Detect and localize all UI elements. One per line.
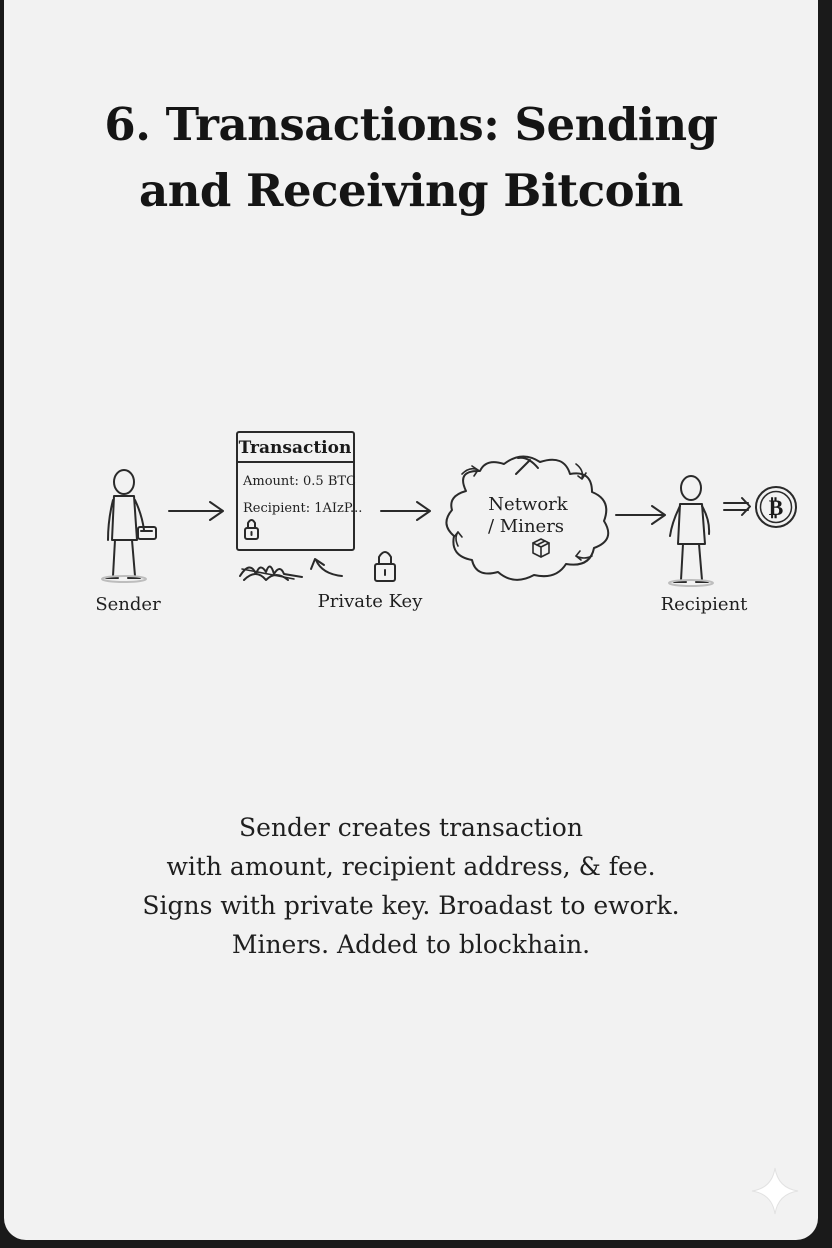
transaction-box-header: Transaction (239, 438, 352, 458)
arrow-sender-to-transaction (168, 501, 224, 521)
caption-line-2: with amount, recipient address, & fee. (166, 852, 656, 881)
network-label-line-2: / Miners (488, 516, 564, 537)
signature-icon (239, 565, 303, 581)
arrow-network-to-recipient (615, 505, 666, 525)
caption-line-3: Signs with private key. Broadast to ewor… (142, 891, 680, 920)
slide-card: 6. Transactions: Sending and Receiving B… (4, 0, 818, 1240)
transaction-lock-icon (244, 519, 259, 540)
transaction-box (236, 431, 355, 551)
slide-title: 6. Transactions: Sending and Receiving B… (4, 92, 818, 224)
transaction-amount: Amount: 0.5 BTC (242, 474, 356, 489)
title-line-1: 6. Transactions: Sending (104, 98, 718, 151)
recipient-person-icon (668, 475, 714, 587)
slide-caption: Sender creates transaction with amount, … (4, 808, 818, 964)
network-label-line-1: Network (488, 494, 568, 515)
pickaxe-icon (515, 456, 539, 475)
bitcoin-icon (755, 486, 797, 528)
bitcoin-symbol: ₿ (769, 495, 784, 521)
transaction-recipient: Recipient: 1AIzP... (243, 501, 362, 516)
caption-line-4: Miners. Added to blockhain. (231, 930, 591, 959)
title-line-2: and Receiving Bitcoin (139, 164, 683, 217)
recipient-label: Recipient (661, 594, 749, 615)
private-key-label: Private Key (318, 591, 424, 612)
wallet-icon (137, 526, 157, 540)
arrow-to-bitcoin (723, 497, 751, 516)
private-key-lock-icon (374, 551, 396, 582)
sender-label: Sender (95, 594, 161, 615)
transaction-flow-diagram: ₿ Transaction Amount: 0.5 BTC Recipient:… (95, 431, 799, 1215)
block-icon (532, 538, 550, 558)
caption-line-1: Sender creates transaction (239, 813, 583, 842)
network-cycle-arrows (453, 463, 593, 561)
arrow-transaction-to-network (380, 501, 431, 521)
sender-person-icon (101, 469, 147, 583)
cloud-icon (445, 455, 610, 581)
arrow-key-to-transaction (310, 558, 343, 577)
sparkle-icon (751, 1167, 799, 1215)
